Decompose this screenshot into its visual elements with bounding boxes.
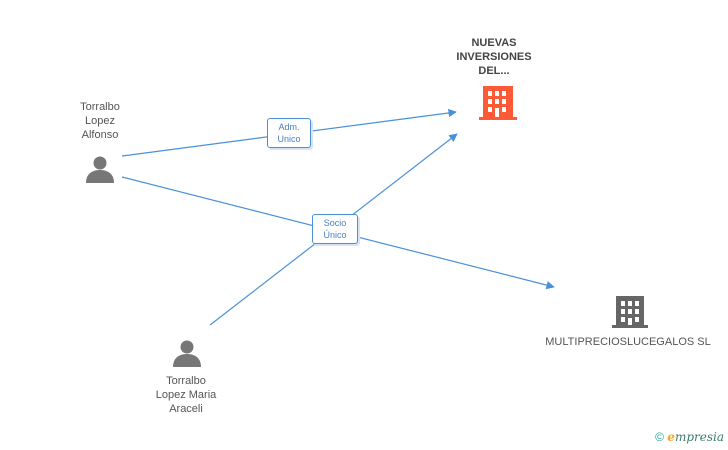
person-alfonso-label-line: Torralbo — [80, 101, 120, 113]
empresia-logo: empresia — [667, 430, 724, 444]
building-icon-main[interactable] — [479, 86, 517, 120]
person-icon-alfonso[interactable] — [86, 156, 114, 184]
building-icon-other[interactable] — [612, 296, 648, 328]
person-alfonso-label[interactable]: Torralbo Lopez Alfonso — [60, 100, 140, 142]
company-main-label-line: NUEVAS — [471, 37, 517, 49]
edge-label-line: Adm. — [278, 122, 300, 132]
logo-text: mpresia — [674, 430, 724, 444]
edge-label-adm-unico[interactable]: Adm. Unico — [267, 118, 311, 148]
person-araceli-label[interactable]: Torralbo Lopez Maria Araceli — [140, 374, 232, 416]
person-araceli-label-line: Torralbo — [166, 375, 206, 387]
edge-label-line: Socio — [323, 218, 347, 228]
company-other-label-line: MULTIPRECIOSLUCEGALOS SL — [545, 336, 711, 348]
logo-initial: e — [667, 430, 675, 444]
empresia-watermark: © empresia — [655, 430, 724, 444]
copyright-symbol: © — [655, 430, 664, 444]
company-other-label[interactable]: MULTIPRECIOSLUCEGALOS SL — [540, 335, 716, 349]
person-araceli-label-line: Araceli — [169, 403, 203, 415]
company-main-label-line: DEL... — [478, 65, 510, 77]
edge-label-socio-unico[interactable]: Socio Único — [312, 214, 358, 244]
company-main-label-line: INVERSIONES — [456, 51, 532, 63]
person-icon-araceli[interactable] — [173, 340, 201, 368]
edge-label-line: Único — [323, 230, 347, 240]
edge-label-line: Unico — [277, 134, 301, 144]
person-alfonso-label-line: Lopez — [85, 115, 115, 127]
company-main-label[interactable]: NUEVAS INVERSIONES DEL... — [444, 36, 544, 78]
person-alfonso-label-line: Alfonso — [81, 129, 119, 141]
person-araceli-label-line: Lopez Maria — [155, 389, 217, 401]
